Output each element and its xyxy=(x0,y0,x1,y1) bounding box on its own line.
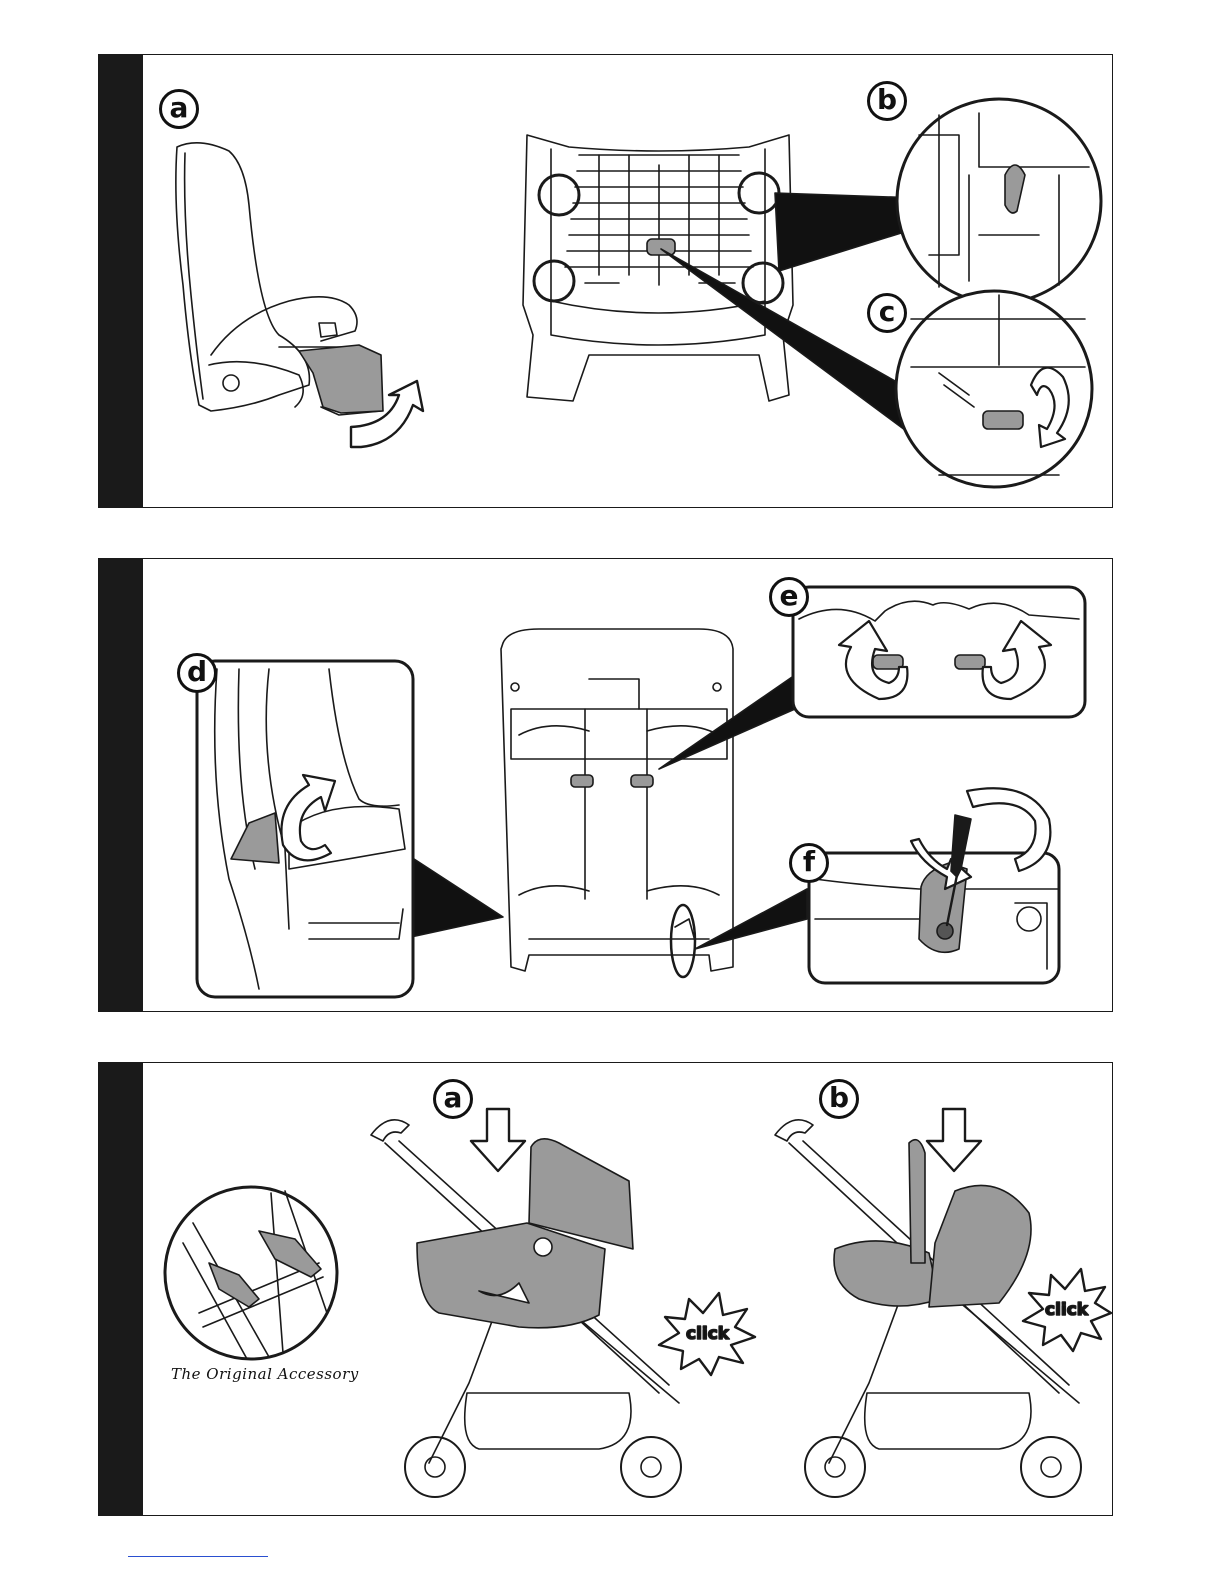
stroller-with-car-seat xyxy=(775,1120,1081,1497)
step-label-c: c xyxy=(867,293,907,333)
zoom-box-e xyxy=(793,587,1085,717)
click-label-a: click xyxy=(686,1324,730,1344)
stroller-with-carrycot xyxy=(371,1120,681,1497)
step-label-a: a xyxy=(159,89,199,129)
step-label-e: e xyxy=(769,577,809,617)
panel-3-illustration: click click xyxy=(99,1063,1114,1517)
step-label-d: d xyxy=(177,653,217,693)
down-arrow-icon xyxy=(927,1109,981,1171)
step-label-f: f xyxy=(789,843,829,883)
seat-back-view xyxy=(501,629,733,971)
click-label-b: click xyxy=(1045,1300,1089,1320)
step-label-a: a xyxy=(433,1079,473,1119)
accessory-detail-circle xyxy=(165,1187,337,1359)
zoom-circle-b xyxy=(897,99,1101,303)
footer-rule xyxy=(128,1556,268,1557)
zoom-box-d xyxy=(197,661,413,997)
accessory-caption: The Original Accessory xyxy=(171,1365,359,1383)
instruction-panel-1: a b c xyxy=(98,54,1113,508)
step-label-b: b xyxy=(819,1079,859,1119)
instruction-panel-3: click click a b The Original Accessory xyxy=(98,1062,1113,1516)
down-arrow-icon xyxy=(471,1109,525,1171)
instruction-panel-2: d e f xyxy=(98,558,1113,1012)
zoom-circle-c xyxy=(896,291,1092,487)
panel-1-illustration xyxy=(99,55,1114,509)
step-label-b: b xyxy=(867,81,907,121)
panel-2-illustration xyxy=(99,559,1114,1013)
zoom-box-f xyxy=(809,788,1059,983)
gray-seat-flap xyxy=(299,345,383,413)
